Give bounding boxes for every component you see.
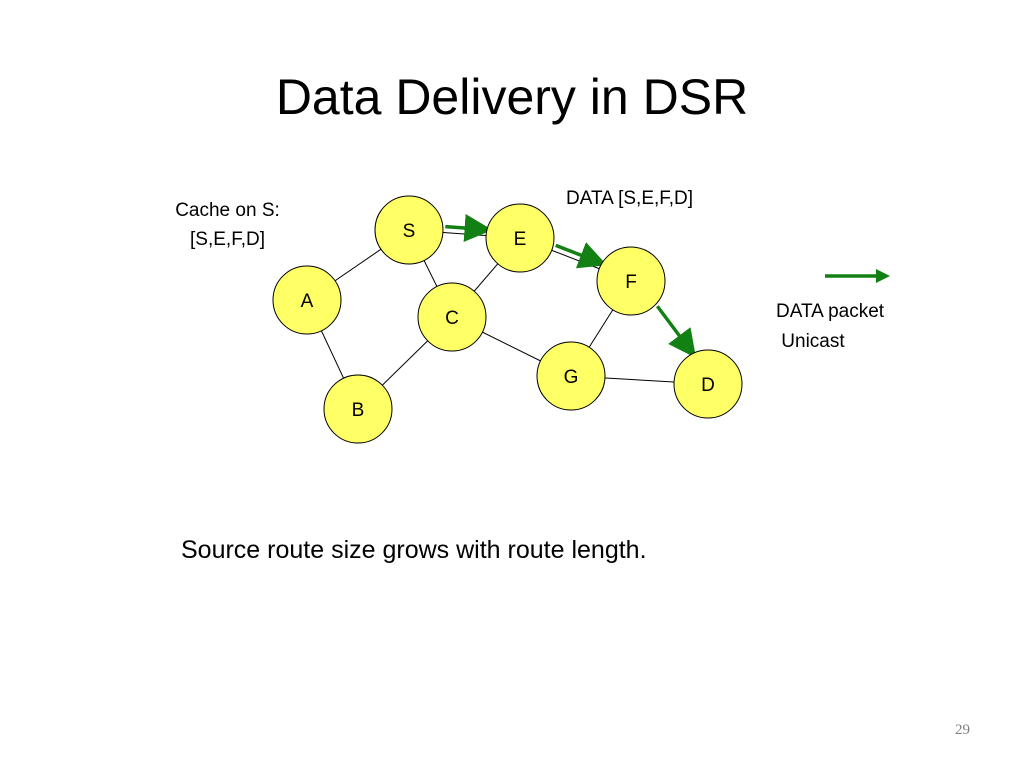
cache-note-line2: [S,E,F,D]: [190, 229, 265, 250]
node-label: S: [403, 221, 416, 242]
unicast-arrow-s-e: [445, 214, 493, 242]
node-circle: [485, 203, 555, 273]
unicast-arrow-f-d: [655, 305, 697, 358]
legend-line2: Unicast: [776, 331, 845, 352]
legend-arrow-icon: [825, 269, 890, 283]
data-packet-label: DATA [S,E,F,D]: [566, 188, 694, 209]
node-circle: [374, 195, 444, 265]
legend-line1: DATA packet: [776, 301, 885, 322]
node-g: G: [536, 341, 606, 411]
cache-note: Cache on S: [S,E,F,D]: [150, 196, 305, 254]
node-label: C: [445, 308, 459, 329]
nodes-layer: S E F A C G D B: [272, 195, 743, 444]
slide-caption: Source route size grows with route lengt…: [181, 536, 647, 564]
node-label: A: [301, 291, 314, 312]
page-number: 29: [955, 722, 970, 738]
legend-text: DATA packet Unicast: [776, 297, 884, 357]
node-a: A: [272, 265, 342, 335]
node-circle: [323, 374, 393, 444]
slide-title: Data Delivery in DSR: [275, 69, 749, 125]
node-c: C: [417, 282, 487, 352]
node-f: F: [596, 246, 666, 316]
node-circle: [417, 282, 487, 352]
node-circle: [536, 341, 606, 411]
unicast-arrow-e-f: [555, 242, 608, 269]
node-s: S: [374, 195, 444, 265]
node-circle: [673, 349, 743, 419]
node-label: D: [701, 375, 715, 396]
node-d: D: [673, 349, 743, 419]
node-label: G: [564, 367, 579, 388]
cache-note-line1: Cache on S:: [175, 200, 280, 221]
node-label: E: [514, 229, 527, 250]
node-e: E: [485, 203, 555, 273]
node-label: B: [352, 400, 365, 421]
node-label: F: [625, 272, 637, 293]
unicast-arrows-layer: [445, 214, 697, 358]
node-b: B: [323, 374, 393, 444]
node-circle: [272, 265, 342, 335]
node-circle: [596, 246, 666, 316]
